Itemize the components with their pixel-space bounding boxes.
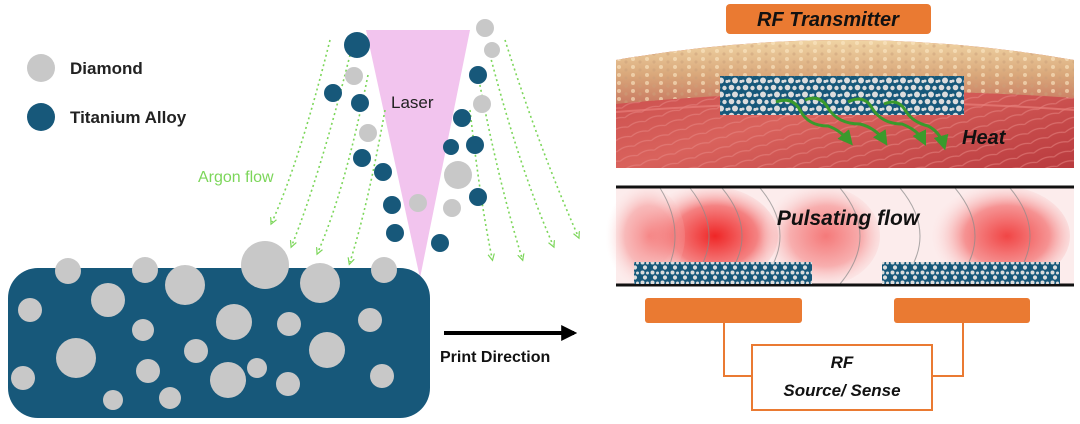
diamond-particle [216,304,252,340]
titanium-particle [431,234,449,252]
diamond-particle [210,362,246,398]
electrode-left [645,298,802,323]
diamond-particle [409,194,427,212]
diamond-particle [276,372,300,396]
legend: Diamond Titanium Alloy [27,54,187,131]
titanium-swatch-icon [27,103,55,131]
substrate-embedded-diamonds [11,283,394,410]
heat-arrow-icon [775,98,853,146]
diamond-particle [443,199,461,217]
powder-stream [324,19,500,252]
diamond-particle [159,387,181,409]
rf-transmitter-label: RF Transmitter [757,9,900,31]
titanium-particle [453,109,471,127]
implant-in-tissue-panel: RF Transmitter Heat [615,4,1075,168]
titanium-particle [351,94,369,112]
wire-left [723,323,752,377]
titanium-particle [466,136,484,154]
heat-arrow-icon [804,96,888,146]
print-direction-label: Print Direction [440,349,550,366]
legend-diamond-label: Diamond [70,59,143,78]
heat-arrow-icon [847,97,927,147]
titanium-particle [469,66,487,84]
diamond-particle [484,42,500,58]
rf-source-line1: RF [831,353,854,372]
diamond-particle [476,19,494,37]
titanium-particle [386,224,404,242]
diamond-swatch-icon [27,54,55,82]
pressure-waves [605,186,1070,286]
diamond-particle [370,364,394,388]
diamond-particle [444,161,472,189]
heat-arrows [775,96,949,151]
substrate-surface-diamonds [55,241,397,305]
composite-pad-left [634,262,812,284]
diamond-particle [11,366,35,390]
laser-beam [366,30,470,278]
legend-titanium-label: Titanium Alloy [70,108,187,127]
titanium-particle [443,139,459,155]
diamond-particle [56,338,96,378]
diamond-particle [136,359,160,383]
printing-process: Laser Argon flow [8,19,578,418]
diamond-particle [277,312,301,336]
diamond-particle [91,283,125,317]
rf-transmitter-box [726,4,931,34]
diamond-particle [184,339,208,363]
diamond-particle [247,358,267,378]
diamond-particle [165,265,205,305]
diamond-particle [132,257,158,283]
diamond-particle [103,390,123,410]
titanium-particle [469,188,487,206]
diamond-particle [18,298,42,322]
diamond-particle [309,332,345,368]
titanium-particle [344,32,370,58]
diamond-particle [55,258,81,284]
pulsating-flow-label: Pulsating flow [777,207,921,230]
heat-arrow-icon [883,100,949,151]
diamond-particle [359,124,377,142]
diamond-particle [371,257,397,283]
titanium-particle [374,163,392,181]
diamond-particle [300,263,340,303]
electrode-right [894,298,1030,323]
argon-flow-right [469,39,578,258]
titanium-particle [383,196,401,214]
wire-right [932,323,964,377]
rf-source-line2: Source/ Sense [783,381,900,400]
heat-label: Heat [962,127,1007,149]
titanium-particle [353,149,371,167]
flow-channel-panel: Pulsating flow RF Source/ Sense [605,185,1074,411]
argon-flow-label: Argon flow [198,169,274,186]
rf-source-sense-box [751,344,933,411]
laser-label: Laser [391,93,434,112]
diamond-particle [132,319,154,341]
argon-flow-left [272,39,386,262]
diamond-particle [358,308,382,332]
composite-pad-right [882,262,1060,284]
diamond-particle [241,241,289,289]
diamond-particle [345,67,363,85]
implanted-composite [720,76,964,115]
diamond-particle [473,95,491,113]
titanium-particle [324,84,342,102]
